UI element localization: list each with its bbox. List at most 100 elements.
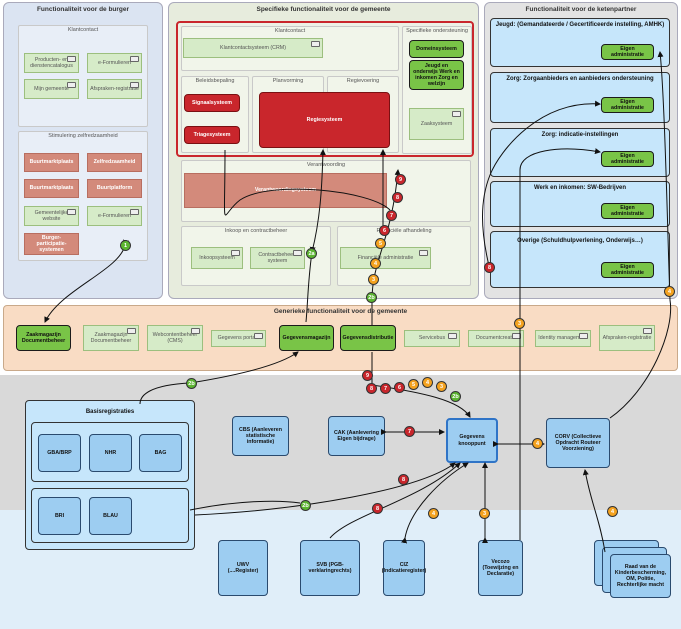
badge-8-keten: 8: [484, 262, 495, 273]
admin-label: Eigen administratie: [611, 98, 644, 111]
eigen-administratie-3[interactable]: Eigen administratie: [601, 151, 654, 167]
badge-6-chain: 6: [394, 382, 405, 393]
gba-label: GBA/BRP: [47, 449, 72, 456]
vecozo[interactable]: Vecozo (Toewijzing en Declaratie): [478, 540, 523, 596]
distributie-label: Gegevensdistributie: [342, 334, 394, 341]
servicebus-label: Servicebus: [418, 335, 446, 342]
verantwoording-title: Verantwoording: [306, 162, 346, 168]
triagesysteem[interactable]: Triagesysteem: [184, 126, 240, 144]
bri-label: BRI: [54, 512, 65, 519]
eigen-administratie-2[interactable]: Eigen administratie: [601, 97, 654, 113]
burger-klantcontact: Klantcontact: [18, 25, 148, 127]
zelfredzaamheid-label: Zelfredzaamheid: [93, 159, 136, 166]
domein-label: Domeinsysteem: [416, 45, 457, 52]
verantwoordingsysteem[interactable]: Verantwoordingsysteem: [184, 173, 387, 208]
badge-2a: 2a: [306, 248, 317, 259]
component-icon: [293, 250, 302, 256]
connector-basis-bottom: [189, 500, 301, 511]
stimulering-title: Stimulering zelfredzaamheid: [48, 133, 118, 139]
domeinsysteem[interactable]: Domeinsysteem: [409, 40, 464, 58]
identity-management[interactable]: Identity management: [535, 330, 591, 347]
ciz-label: CIZ (Indicatieregister): [381, 561, 427, 574]
gemeente-klantcontact-title: Klantcontact: [274, 28, 306, 34]
eigen-administratie-4[interactable]: Eigen administratie: [601, 203, 654, 219]
buurtplatform-label: Buurtplatform: [96, 185, 133, 192]
regiesysteem[interactable]: Regiesysteem: [259, 92, 390, 148]
component-icon: [130, 82, 139, 88]
webcontentbeheer[interactable]: Webcontentbeheer (CMS): [147, 325, 203, 351]
badge-2b-chain: 2b: [450, 391, 461, 402]
blau[interactable]: BLAU: [89, 497, 132, 535]
buurtmarktplaats-1[interactable]: Buurtmarktplaats: [24, 153, 79, 172]
gba-brp[interactable]: GBA/BRP: [38, 434, 81, 472]
component-icon: [127, 328, 136, 334]
generiek-title: Generieke functionaliteit voor de gemeen…: [273, 308, 408, 315]
component-icon: [448, 333, 457, 339]
zaakmagazijn-documentbeheer-2[interactable]: Zaakmagazijn Documentbeheer: [83, 325, 139, 351]
burger-title: Functionaliteit voor de burger: [36, 6, 130, 13]
connector-keten-4: [609, 51, 672, 419]
buurtplatform[interactable]: Buurtplatform: [87, 179, 142, 198]
financiele-administratie[interactable]: Financiële administratie: [340, 247, 431, 269]
jeugd-werk-zorg[interactable]: Jeugd en onderwijs Werk en inkomen Zorg …: [409, 60, 464, 90]
connector-keten-3: [519, 148, 601, 540]
raad-kinderbescherming[interactable]: Raad van de Kinderbescherming, OM, Polit…: [610, 554, 671, 598]
contractbeheersysteem[interactable]: Contractbeheer-systeem: [250, 247, 305, 269]
regievoering-title: Regievoering: [346, 78, 380, 84]
connector-8-basis: [194, 462, 456, 516]
documentcreatie[interactable]: Documentcreatie: [468, 330, 524, 347]
afspraken-registratie-1[interactable]: Afspraken-registratie: [87, 79, 142, 99]
jeugd-title: Jeugd: (Gemandateerde / Gecertificeerde …: [495, 22, 665, 28]
badge-3-vecozo: 3: [479, 508, 490, 519]
zelfredzaamheid[interactable]: Zelfredzaamheid: [87, 153, 142, 172]
mijn-gemeente[interactable]: Mijn gemeente: [24, 79, 79, 99]
badge-8-top: 8: [392, 192, 403, 203]
badge-3-top: 3: [368, 274, 379, 285]
nhr[interactable]: NHR: [89, 434, 132, 472]
cak-label: CAK (Aanlevering Eigen bijdrage): [333, 429, 380, 442]
bag[interactable]: BAG: [139, 434, 182, 472]
cbs[interactable]: CBS (Aanleveren statistische informatie): [232, 416, 289, 456]
zaaksysteem[interactable]: Zaaksysteem: [409, 108, 464, 140]
cak[interactable]: CAK (Aanlevering Eigen bijdrage): [328, 416, 385, 456]
e-formulieren-2[interactable]: e-Formulieren: [87, 206, 142, 226]
eigen-administratie-5[interactable]: Eigen administratie: [601, 262, 654, 278]
component-icon: [419, 250, 428, 256]
inkoopsysteem[interactable]: Inkoopsysteem: [191, 247, 243, 269]
svb[interactable]: SVB (PGB-verklaringrechts): [300, 540, 360, 596]
afspraken-label: Afspraken-registratie: [90, 85, 139, 92]
corv[interactable]: CORV (Collectieve Opdracht Routeer Voorz…: [546, 418, 610, 468]
e-formulieren-label: e-Formulieren: [98, 59, 131, 66]
keten-title: Functionaliteit voor de ketenpartner: [525, 6, 637, 13]
signaalsysteem[interactable]: Signaalsysteem: [184, 94, 240, 112]
component-icon: [579, 333, 588, 339]
eigen-administratie-1[interactable]: Eigen administratie: [601, 44, 654, 60]
portaal-label: Gegevens portaal: [217, 335, 260, 342]
svb-label: SVB (PGB-verklaringrechts): [308, 561, 352, 574]
badge-7-top: 7: [386, 210, 397, 221]
vecozo-label: Vecozo (Toewijzing en Declaratie): [482, 558, 519, 578]
producten-dienstencatalogus[interactable]: Producten- en dienstencatalogus: [24, 53, 79, 73]
bag-label: BAG: [154, 449, 167, 456]
nhr-label: NHR: [104, 449, 117, 456]
gegevens-knooppunt[interactable]: Gegevens knooppunt: [446, 418, 498, 463]
knooppunt-label: Gegevens knooppunt: [458, 434, 486, 447]
bri[interactable]: BRI: [38, 497, 81, 535]
gegevensdistributie[interactable]: Gegevensdistributie: [340, 325, 396, 351]
afspraken-registratie-2[interactable]: Afspraken-registratie: [599, 325, 655, 351]
e-formulieren-label: e-Formulieren: [98, 212, 131, 219]
gegevens-portaal[interactable]: Gegevens portaal: [211, 330, 266, 347]
buurtmarktplaats-2[interactable]: Buurtmarktplaats: [24, 179, 79, 198]
gegevensmagazijn[interactable]: Gegevensmagazijn: [279, 325, 334, 351]
gemeentelijke-website[interactable]: Gemeentelijke website: [24, 206, 79, 226]
zorgaanbieders-title: Zorg: Zorgaanbieders en aanbieders onder…: [506, 76, 654, 82]
servicebus[interactable]: Servicebus: [404, 330, 460, 347]
zaakmagazijn-documentbeheer[interactable]: Zaakmagazijn Documentbeheer: [16, 325, 71, 351]
uwv[interactable]: UWV (....Register): [218, 540, 268, 596]
klantcontactsysteem-crm[interactable]: Klantcontactsysteem (CRM): [183, 38, 323, 58]
e-formulieren-1[interactable]: e-Formulieren: [87, 53, 142, 73]
connector-keten-8: [482, 100, 601, 271]
connector-8: [223, 149, 391, 216]
admin-label: Eigen administratie: [611, 152, 644, 165]
